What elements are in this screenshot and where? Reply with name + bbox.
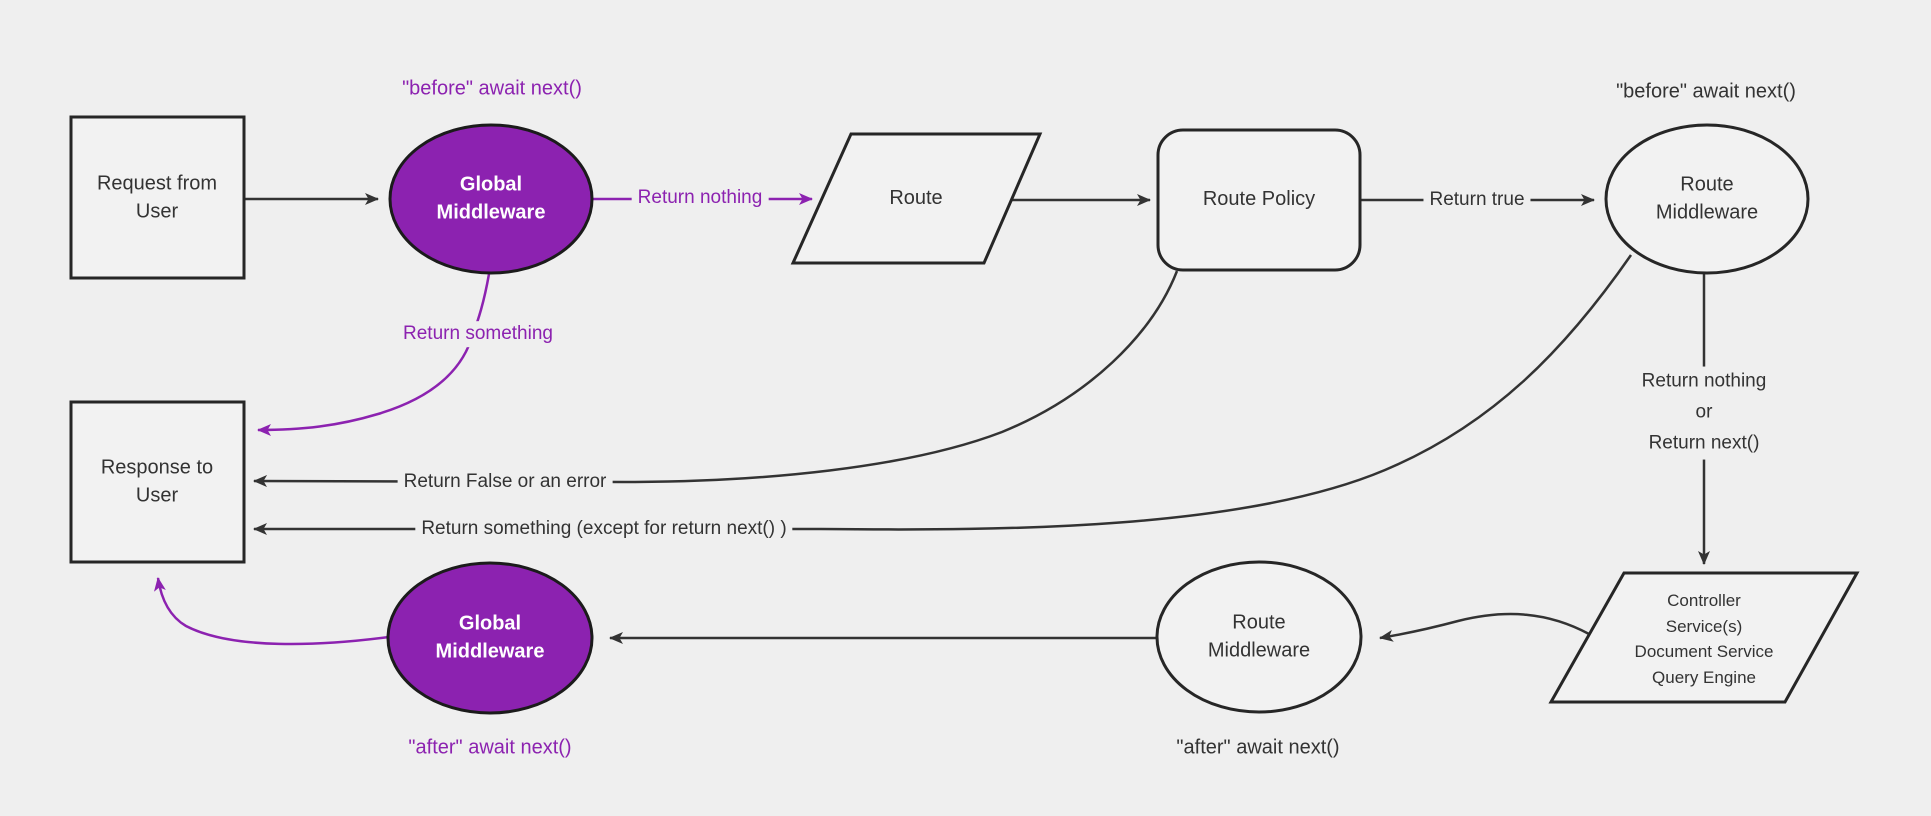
- annotation-before-route: "before" await next(): [1616, 80, 1796, 103]
- request-label: Request from User: [96, 172, 218, 222]
- annotation-after-global: "after" await next(): [408, 736, 572, 759]
- edge-global-bottom-to-response: [153, 577, 390, 646]
- edge-label-return-true: Return true: [1423, 187, 1531, 213]
- node-route-middleware-bottom-ellipse: [1155, 560, 1363, 714]
- edge-label-return-nothing-or-next: Return nothing or Return next(): [1635, 366, 1773, 460]
- edge-policy-to-response: [253, 270, 1179, 488]
- edge-routemw-to-response: [253, 254, 1633, 535]
- edge-label-return-something-except: Return something (except for return next…: [415, 516, 793, 542]
- global-middleware-bottom-label: Global Middleware: [435, 612, 545, 662]
- node-global-middleware-bottom-ellipse: [386, 561, 594, 715]
- route-label: Route: [889, 187, 943, 210]
- node-response-rect: [69, 400, 246, 564]
- route-middleware-bottom-label: Route Middleware: [1207, 611, 1311, 661]
- annotation-after-route: "after" await next(): [1176, 736, 1340, 759]
- edge-global-to-response: [257, 273, 491, 436]
- edge-label-return-nothing: Return nothing: [631, 185, 769, 211]
- node-route-policy-rect: [1156, 128, 1362, 272]
- node-controller-parallelogram: [1548, 571, 1860, 704]
- node-route-middleware-top-ellipse: [1604, 123, 1810, 275]
- edge-label-return-false: Return False or an error: [397, 469, 613, 495]
- edge-label-return-something: Return something: [397, 321, 559, 347]
- global-middleware-top-label: Global Middleware: [436, 173, 546, 223]
- node-request-rect: [69, 115, 246, 280]
- annotation-before-global: "before" await next(): [402, 77, 582, 100]
- controller-label: Controller Service(s) Document Service Q…: [1634, 591, 1774, 687]
- response-label: Response to User: [100, 456, 214, 506]
- node-route-parallelogram: [790, 132, 1043, 265]
- route-middleware-top-label: Route Middleware: [1655, 173, 1759, 223]
- node-global-middleware-top-ellipse: [388, 123, 594, 275]
- edge-controller-to-routemw-bottom: [1379, 612, 1590, 642]
- route-policy-label: Route Policy: [1202, 188, 1316, 211]
